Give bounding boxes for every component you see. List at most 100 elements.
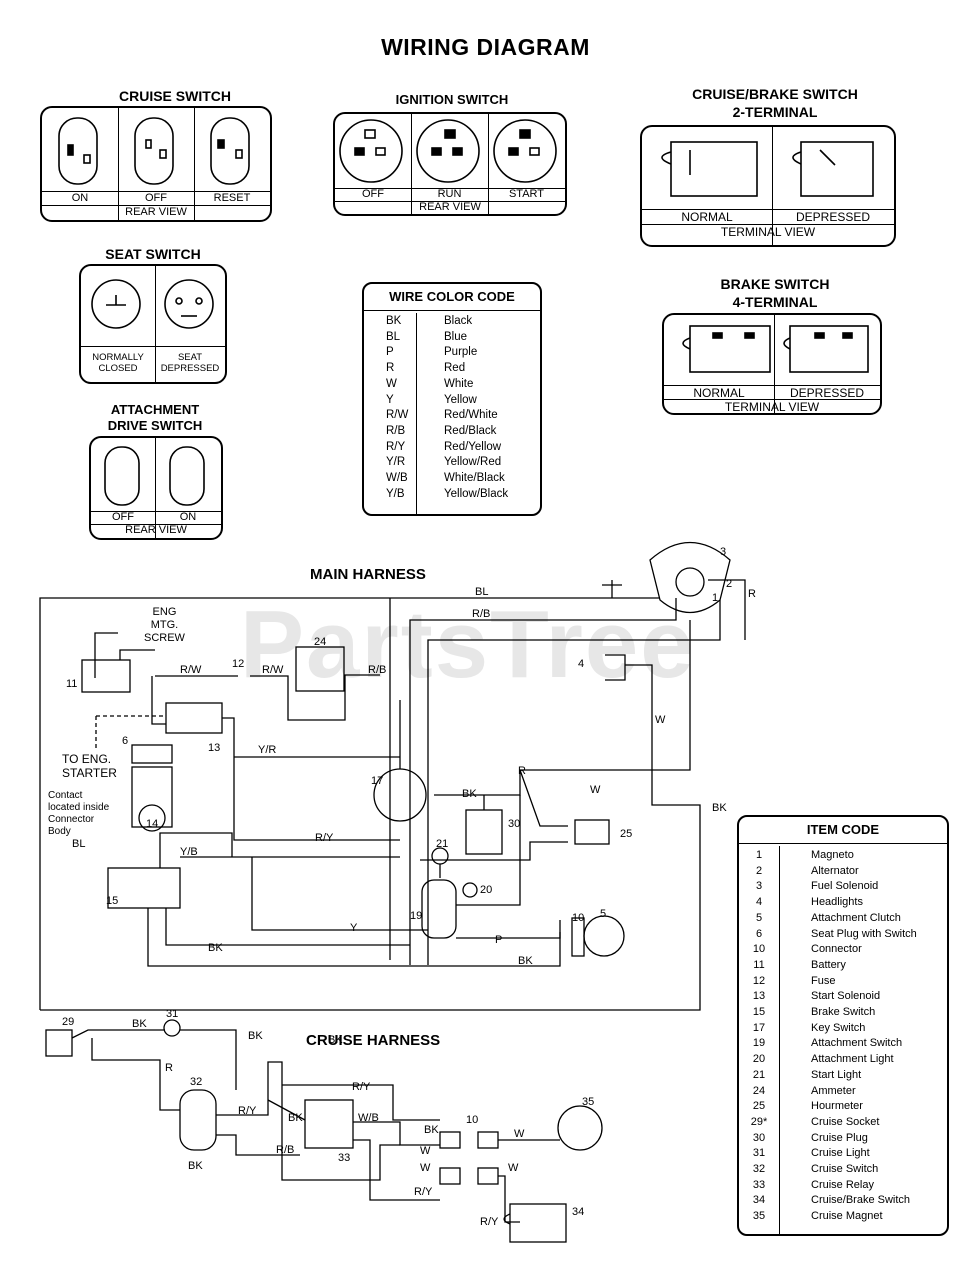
ignition-run-glyph — [416, 119, 480, 183]
wire-label: BK — [248, 1030, 263, 1042]
wire-color-code: P — [386, 346, 394, 359]
wire-color-name: Red/Black — [444, 424, 497, 437]
wire-label: R/W — [262, 664, 284, 676]
cruise-switch-box: ON OFF RESET REAR VIEW — [40, 106, 272, 222]
item-number: 11 — [66, 678, 78, 690]
cruise-switch-pos-reset: RESET — [213, 192, 251, 204]
wire-color-name: White/Black — [444, 472, 505, 485]
item-code-row: 3 Fuel Solenoid — [739, 879, 947, 895]
wire-label: Y/R — [258, 744, 277, 756]
wire-label: BK — [462, 788, 477, 800]
item-code-name: Attachment Light — [811, 1053, 894, 1066]
wire-label: R/Y — [238, 1105, 257, 1117]
brake-view: TERMINAL VIEW — [724, 400, 820, 414]
wire-label: Y/B — [180, 846, 198, 858]
item-code-name: Cruise Switch — [811, 1163, 879, 1176]
item-code-name: Cruise Relay — [811, 1178, 874, 1191]
ignition-switch-title: IGNITION SWITCH — [395, 92, 509, 107]
item-code-number: 3 — [755, 880, 763, 893]
wire-label: W — [590, 784, 601, 796]
wire-label: P — [495, 934, 503, 946]
wire-label: R/Y — [414, 1186, 433, 1198]
item-number: 30 — [508, 818, 521, 830]
wire-color-code: W — [386, 377, 397, 390]
wire-label: W — [508, 1162, 519, 1174]
item-code-number: 6 — [755, 927, 763, 940]
item-code-number: 4 — [755, 896, 763, 909]
item-number: 15 — [106, 895, 119, 907]
item-number: 31 — [166, 1008, 179, 1020]
item-code-name: Cruise Light — [811, 1147, 870, 1160]
ignition-pos-start: START — [508, 188, 545, 200]
item-code-name: Battery — [811, 958, 846, 971]
seat-normally-closed-glyph — [91, 279, 141, 329]
wire-color-code: R/B — [386, 424, 406, 437]
brake-switch-box: NORMAL DEPRESSED TERMINAL VIEW — [662, 313, 882, 415]
wire-label: W — [420, 1162, 431, 1174]
item-code-number: 33 — [752, 1178, 766, 1191]
cruise-brake-switch-title-2: 2-TERMINAL — [732, 104, 818, 120]
item-code-number: 5 — [755, 911, 763, 924]
cruise-brake-switch-box: NORMAL DEPRESSED TERMINAL VIEW — [640, 125, 896, 247]
wire-label: R — [518, 765, 526, 777]
wire-label: BK — [328, 1034, 343, 1046]
ignition-view: REAR VIEW — [419, 201, 481, 213]
wire-label: BK — [132, 1018, 147, 1030]
item-number: 19 — [410, 910, 423, 922]
wire-label: R/Y — [315, 832, 334, 844]
brake-switch-title-2: 4-TERMINAL — [732, 294, 818, 310]
wire-color-row: R/B Red/Black — [364, 424, 540, 440]
item-code-name: Fuel Solenoid — [811, 880, 879, 893]
item-code-row: 33 Cruise Relay — [739, 1178, 947, 1194]
item-code-number: 29* — [750, 1115, 768, 1128]
item-code-name: Cruise Socket — [811, 1115, 880, 1128]
item-code-name: Seat Plug with Switch — [811, 927, 917, 940]
wire-label: R/Y — [480, 1216, 499, 1228]
cruise-switch-view: REAR VIEW — [125, 206, 187, 218]
wire-label: W — [514, 1128, 525, 1140]
cruise-brake-switch-title-1: CRUISE/BRAKE SWITCH — [692, 86, 858, 102]
item-code-number: 31 — [752, 1147, 766, 1160]
wire-label: R/B — [368, 664, 387, 676]
wire-label: R — [748, 588, 756, 600]
cruise-switch-off-glyph — [134, 117, 174, 185]
wire-color-name: Yellow/Black — [444, 487, 509, 500]
ignition-off-glyph — [339, 119, 403, 183]
item-number: 6 — [122, 735, 129, 747]
item-code-name: Cruise Plug — [811, 1131, 868, 1144]
item-number: 13 — [208, 742, 221, 754]
wire-color-code: Y/B — [386, 487, 405, 500]
item-number: 14 — [146, 818, 159, 830]
item-number: 33 — [338, 1152, 351, 1164]
item-code-number: 30 — [752, 1131, 766, 1144]
item-code-row: 30 Cruise Plug — [739, 1131, 947, 1147]
item-number: 5 — [600, 908, 607, 920]
wire-color-code: BL — [386, 330, 401, 343]
wire-label: BK — [188, 1160, 203, 1172]
wire-label: R/B — [472, 608, 491, 620]
item-code-number: 34 — [752, 1194, 766, 1207]
wire-color-name: Yellow — [444, 393, 477, 406]
item-number: 20 — [480, 884, 493, 896]
item-number: 34 — [572, 1206, 585, 1218]
item-code-number: 2 — [755, 864, 763, 877]
wire-label: W — [655, 714, 666, 726]
wire-color-code: R/W — [386, 409, 409, 422]
cruise-switch-on-glyph — [58, 117, 98, 185]
